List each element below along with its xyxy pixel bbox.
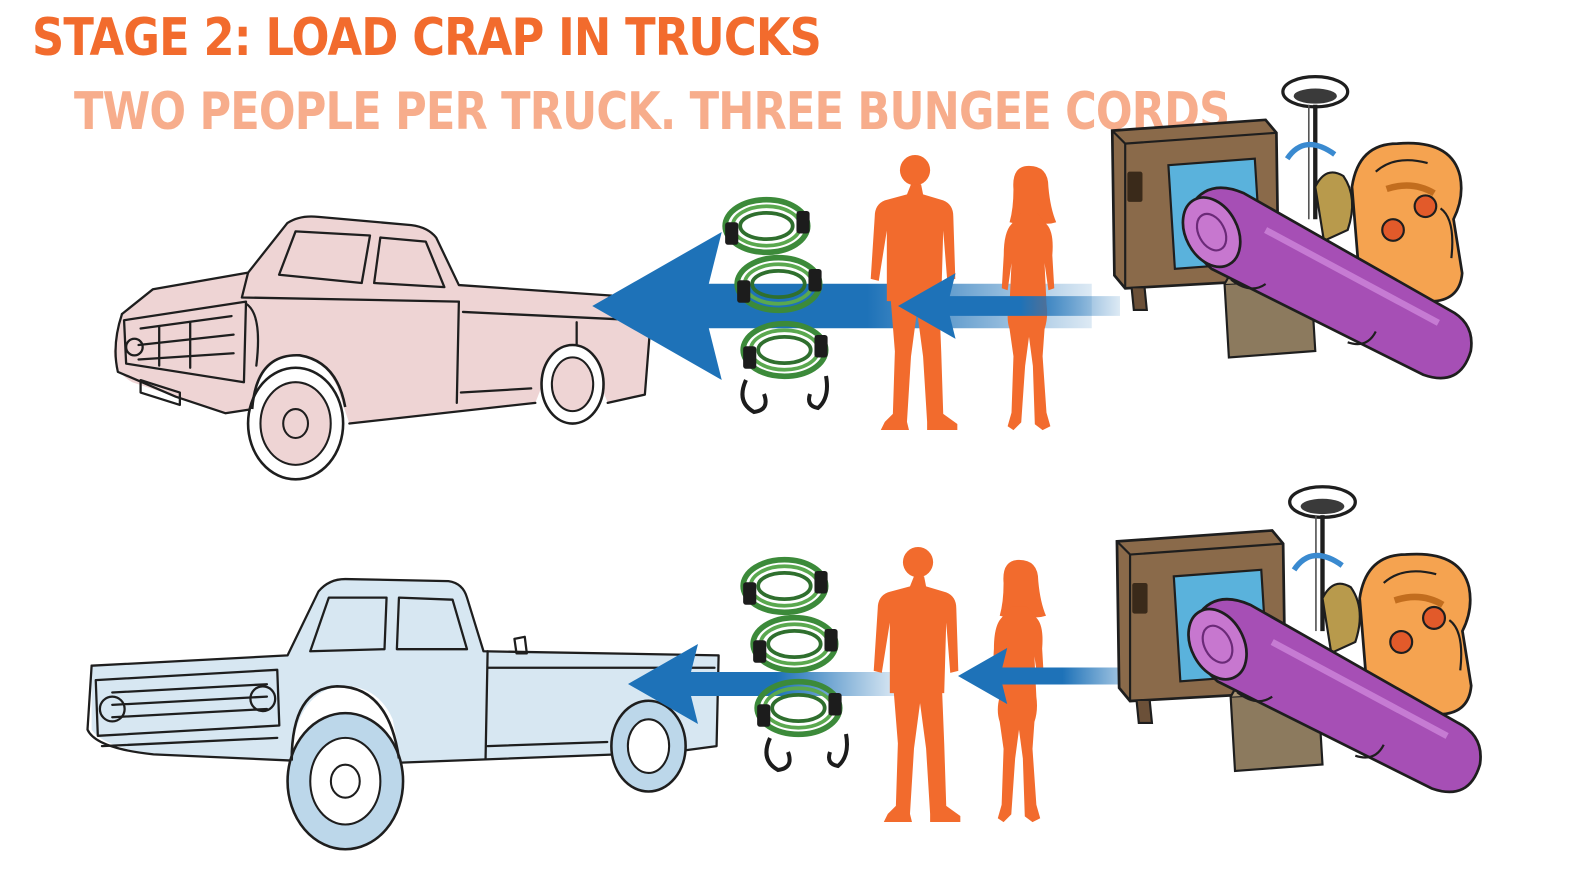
junk-pile-2 bbox=[1117, 487, 1481, 792]
row-2 bbox=[86, 487, 1481, 851]
bungee-cords-1 bbox=[725, 200, 827, 415]
pickup-truck-red bbox=[112, 215, 653, 481]
bungee-cords-2 bbox=[743, 560, 849, 773]
page-title: STAGE 2: LOAD CRAP IN TRUCKS bbox=[32, 8, 822, 68]
page-subtitle: TWO PEOPLE PER TRUCK. THREE BUNGEE CORDS bbox=[74, 82, 1230, 142]
bungee-cord-2a bbox=[743, 560, 827, 613]
bungee-cord-1a bbox=[725, 200, 809, 253]
row-1 bbox=[112, 77, 1472, 481]
pickup-truck-blue bbox=[86, 577, 720, 851]
bungee-cord-2c bbox=[757, 682, 841, 735]
bungee-cord-2b bbox=[753, 618, 837, 671]
junk-pile-1 bbox=[1112, 77, 1471, 378]
bungee-cord-1c bbox=[743, 324, 827, 377]
